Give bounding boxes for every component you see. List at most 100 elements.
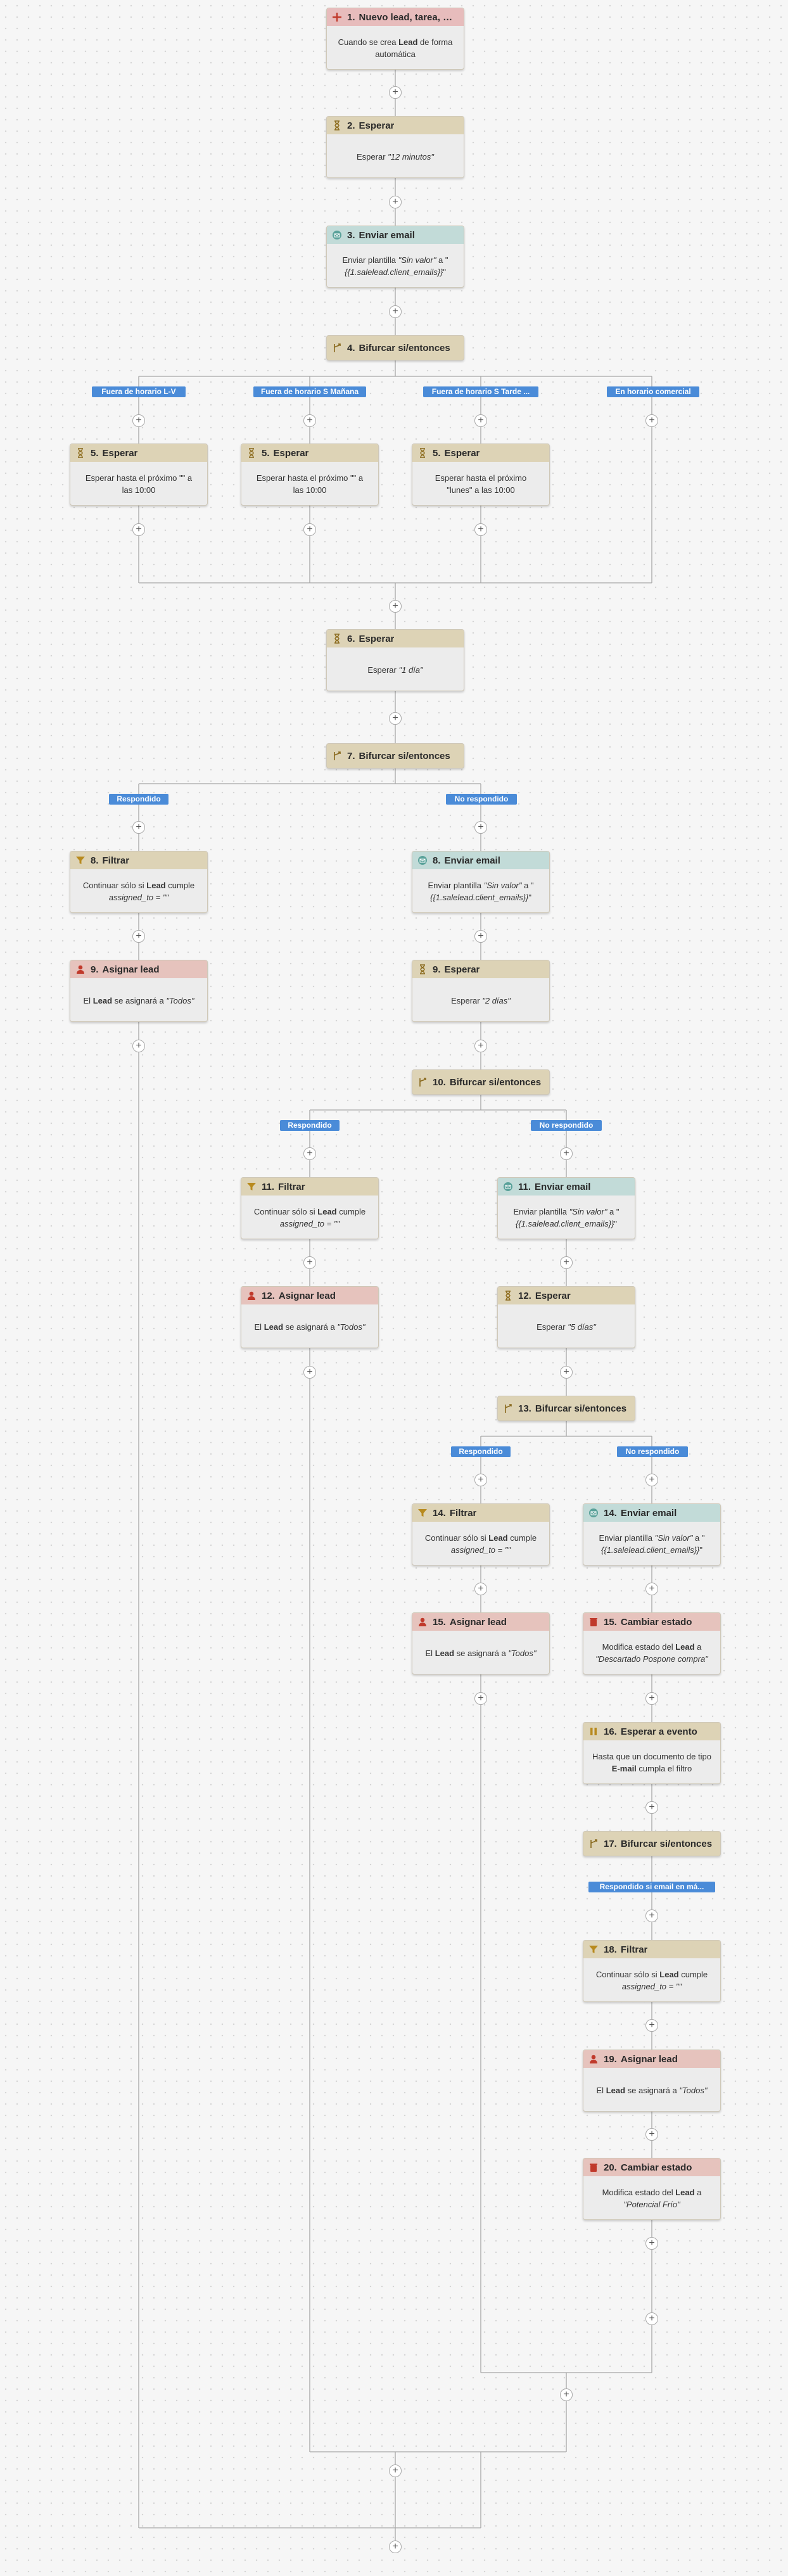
add-step-button[interactable]: +: [389, 86, 402, 99]
add-step-button[interactable]: +: [132, 930, 145, 943]
step-number: 1.: [347, 11, 355, 23]
add-step-button[interactable]: +: [389, 2464, 402, 2477]
add-step-button[interactable]: +: [645, 2312, 658, 2325]
step-title: Esperar: [444, 447, 480, 459]
branch-condition-label[interactable]: Fuera de horario S Tarde ...: [423, 386, 538, 397]
step-header: 11.Filtrar: [241, 1178, 378, 1196]
add-step-button[interactable]: +: [132, 1040, 145, 1052]
add-step-button[interactable]: +: [645, 2019, 658, 2032]
add-step-button[interactable]: +: [645, 1910, 658, 1922]
branch-condition-label[interactable]: No respondido: [446, 794, 517, 805]
step-description-text: El Lead se asignará a "Todos": [596, 2085, 708, 2095]
step-card-n1[interactable]: 1.Nuevo lead, tarea, …Cuando se crea Lea…: [326, 8, 464, 70]
branch-condition-label[interactable]: Fuera de horario S Mañana: [253, 386, 366, 397]
add-step-button[interactable]: +: [303, 1366, 316, 1379]
step-number: 17.: [604, 1838, 617, 1849]
add-step-button[interactable]: +: [474, 414, 487, 427]
step-description-text: Continuar sólo si Lead cumple assigned_t…: [424, 1533, 537, 1555]
step-description: Cuando se crea Lead de forma automática: [327, 26, 464, 69]
step-title: Bifurcar si/entonces: [359, 342, 450, 354]
step-title: Filtrar: [102, 855, 130, 866]
branch-step-b7[interactable]: 7.Bifurcar si/entonces: [326, 743, 464, 768]
step-description-text: Esperar hasta el próximo "" a las 10:00: [256, 473, 364, 495]
add-step-button[interactable]: +: [474, 930, 487, 943]
add-step-button[interactable]: +: [645, 1801, 658, 1814]
add-step-button[interactable]: +: [389, 305, 402, 318]
add-step-button[interactable]: +: [132, 523, 145, 536]
step-description-text: Enviar plantilla "Sin valor" a "{{1.sale…: [428, 881, 534, 902]
branch-condition-label[interactable]: Respondido si email en má...: [588, 1882, 715, 1892]
add-step-button[interactable]: +: [474, 1474, 487, 1486]
branch-condition-label[interactable]: No respondido: [617, 1446, 688, 1457]
step-number: 12.: [518, 1290, 531, 1301]
add-step-button[interactable]: +: [389, 600, 402, 613]
add-step-button[interactable]: +: [303, 1256, 316, 1269]
branch-condition-label[interactable]: Respondido: [280, 1120, 340, 1131]
add-step-button[interactable]: +: [645, 2128, 658, 2141]
add-step-button[interactable]: +: [560, 1147, 573, 1160]
branch-step-b17[interactable]: 17.Bifurcar si/entonces: [583, 1831, 721, 1856]
add-step-button[interactable]: +: [474, 1692, 487, 1705]
step-header: 14.Filtrar: [412, 1504, 549, 1522]
step-number: 6.: [347, 633, 355, 644]
add-step-button[interactable]: +: [474, 821, 487, 834]
branch-step-b4[interactable]: 4. Bifurcar si/entonces: [326, 335, 464, 360]
step-header: 3.Enviar email: [327, 226, 464, 244]
add-step-button[interactable]: +: [645, 2237, 658, 2250]
add-step-button[interactable]: +: [303, 1147, 316, 1160]
add-step-button[interactable]: +: [389, 2541, 402, 2553]
add-step-button[interactable]: +: [474, 1583, 487, 1595]
add-step-button[interactable]: +: [645, 1474, 658, 1486]
branch-condition-label[interactable]: Respondido: [109, 794, 168, 805]
add-step-button[interactable]: +: [132, 414, 145, 427]
add-step-button[interactable]: +: [389, 712, 402, 725]
step-header: 6.Esperar: [327, 630, 464, 647]
branch-condition-label[interactable]: Respondido: [451, 1446, 511, 1457]
branch-condition-label[interactable]: No respondido: [531, 1120, 602, 1131]
branch-step-b10[interactable]: 10.Bifurcar si/entonces: [412, 1069, 550, 1095]
add-step-button[interactable]: +: [560, 1366, 573, 1379]
add-step-button[interactable]: +: [560, 2388, 573, 2401]
branch-condition-label[interactable]: En horario comercial: [607, 386, 699, 397]
step-header: 5.Esperar: [70, 444, 207, 462]
add-step-button[interactable]: +: [389, 196, 402, 208]
add-step-button[interactable]: +: [132, 821, 145, 834]
add-step-button[interactable]: +: [645, 414, 658, 427]
add-step-button[interactable]: +: [474, 1040, 487, 1052]
hourglass-icon: [246, 448, 257, 458]
step-number: 4.: [347, 342, 355, 354]
add-step-button[interactable]: +: [303, 523, 316, 536]
branch-step-b13[interactable]: 13.Bifurcar si/entonces: [497, 1396, 635, 1421]
step-number: 8.: [91, 855, 99, 866]
branch-condition-label[interactable]: Fuera de horario L-V: [92, 386, 186, 397]
branch-icon: [332, 751, 342, 761]
email-icon: [503, 1182, 513, 1192]
add-step-button[interactable]: +: [645, 1583, 658, 1595]
add-step-button[interactable]: +: [303, 414, 316, 427]
add-step-button[interactable]: +: [645, 1692, 658, 1705]
add-step-button[interactable]: +: [474, 523, 487, 536]
add-step-button[interactable]: +: [560, 1256, 573, 1269]
